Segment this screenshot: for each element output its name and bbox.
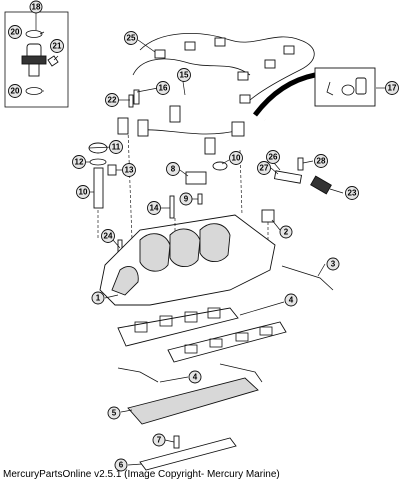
fuel-rail [117,98,266,155]
svg-text:15: 15 [180,71,189,80]
callout-20-top: 20 [8,25,22,39]
callout-28: 28 [314,154,328,168]
svg-text:13: 13 [125,166,134,175]
callout-19: 18 [29,0,43,14]
svg-text:24: 24 [104,232,113,241]
svg-text:11: 11 [112,143,121,152]
callout-22: 22 [105,93,119,107]
svg-text:18: 18 [32,3,41,12]
callout-20-bottom: 20 [8,84,22,98]
callout-27: 27 [257,161,271,175]
callout-12: 11 [109,140,123,154]
callout-3: 3 [326,257,340,271]
callout-4-bottom: 4 [188,370,202,384]
callout-21: 21 [50,39,64,53]
svg-text:17: 17 [388,84,397,93]
callout-10: 10 [229,151,243,165]
svg-text:20: 20 [11,28,20,37]
callout-8: 8 [166,162,180,176]
intake-manifold [99,214,276,306]
svg-text:23: 23 [348,189,357,198]
callout-17: 16 [156,81,170,95]
callout-23: 25 [124,31,138,45]
manifold-gaskets [117,307,287,383]
svg-text:4: 4 [289,296,294,305]
svg-text:28: 28 [317,157,326,166]
callout-11: 10 [76,185,90,199]
svg-text:1: 1 [96,294,101,303]
callout-5: 5 [107,406,121,420]
callout-15: 14 [147,201,161,215]
svg-text:27: 27 [260,164,269,173]
svg-text:3: 3 [331,260,336,269]
alignment-lines [97,129,269,241]
svg-text:14: 14 [150,204,159,213]
svg-text:22: 22 [108,96,117,105]
callout-18: 17 [385,81,399,95]
callout-2: 2 [279,225,293,239]
callout-16: 15 [177,68,191,82]
callout-13: 12 [72,155,86,169]
svg-text:4: 4 [193,373,198,382]
svg-text:9: 9 [184,195,189,204]
callout-6: 6 [114,458,128,472]
copyright-footer: MercuryPartsOnline v2.5.1 (Image Copyrig… [3,469,280,480]
callout-25: 23 [345,186,359,200]
callout-7: 7 [152,433,166,447]
callout-labels: 18 20 21 20 25 15 16 22 17 11 12 13 10 8… [8,0,399,472]
callout-14: 13 [122,163,136,177]
leader-lines [35,12,386,466]
callout-26: 26 [266,150,280,164]
svg-text:10: 10 [79,188,88,197]
svg-text:12: 12 [75,158,84,167]
svg-text:8: 8 [171,165,176,174]
svg-text:21: 21 [53,42,62,51]
svg-text:2: 2 [284,228,289,237]
connector-detail-inset [253,67,376,117]
callout-24: 24 [101,229,115,243]
svg-text:6: 6 [119,461,124,470]
svg-text:16: 16 [159,84,168,93]
callout-9: 9 [179,192,193,206]
wiring-harness [132,33,315,104]
svg-text:7: 7 [157,436,162,445]
callout-4-top: 4 [284,293,298,307]
callout-1: 1 [91,291,105,305]
svg-text:25: 25 [127,34,136,43]
valley-cover [127,377,259,425]
svg-text:26: 26 [269,153,278,162]
svg-text:5: 5 [112,409,117,418]
svg-text:20: 20 [11,87,20,96]
svg-text:10: 10 [232,154,241,163]
